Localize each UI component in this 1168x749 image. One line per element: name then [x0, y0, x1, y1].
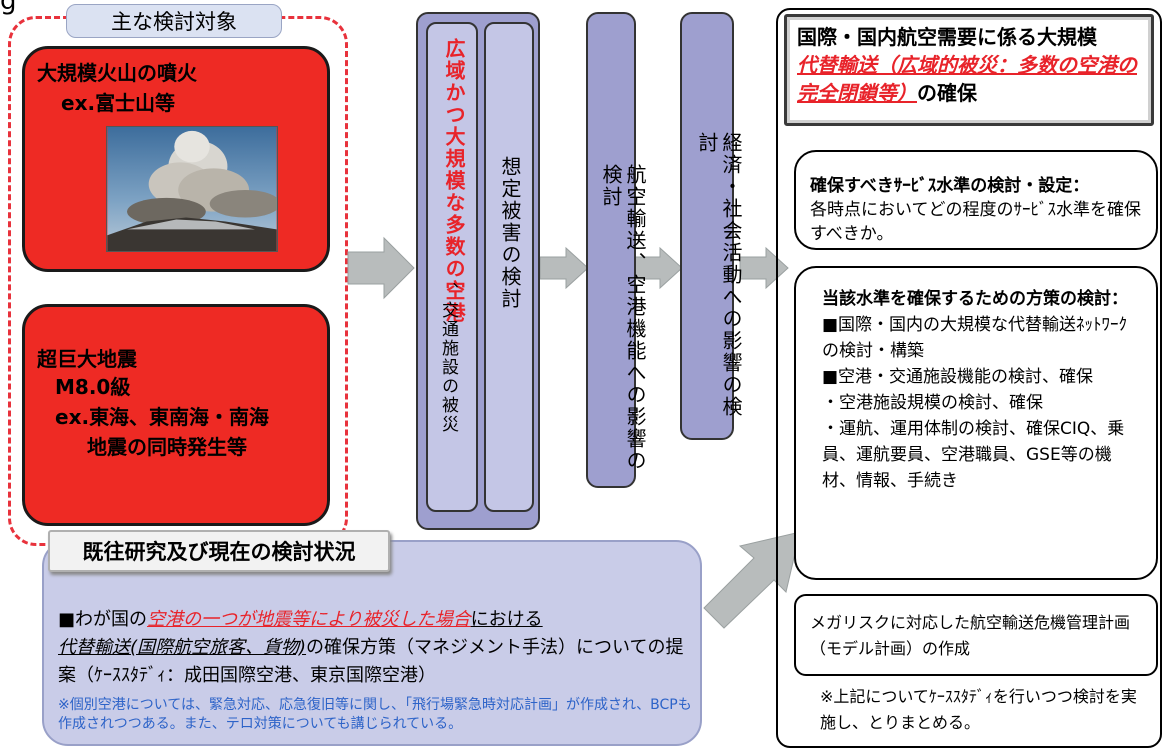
- research-text: の確保方策（マネジメント手法）についての提案（ｹｰｽｽﾀﾃﾞｨ：成田国際空港、東…: [58, 637, 684, 686]
- research-text: ■わが国の: [58, 609, 148, 630]
- measures-item: ・空港施設規模の検討、確保: [822, 393, 1043, 413]
- earthquake-box: 超巨大地震 M8.0級 ex.東海、東南海・南海 地震の同時発生等: [22, 304, 330, 526]
- research-proposal: ■わが国の空港の一つが地震等により被災した場合における 代替輸送(国際航空旅客、…: [58, 606, 694, 690]
- airport-damage-red-text: 広域かつ大規模な多数の空港: [442, 38, 466, 324]
- measures-heading: 当該水準を確保するための方策の検討：: [822, 289, 1128, 309]
- measures-item: ■空港・交通施設機能の検討、確保: [822, 367, 1094, 387]
- research-text-italic: 代替輸送(国際航空旅客、貨物): [58, 637, 307, 658]
- targets-tab-label: 主な検討対象: [66, 4, 282, 38]
- service-level-box: 確保すべきｻｰﾋﾞｽ水準の検討・設定： 各時点においてどの程度のｻｰﾋﾞｽ水準を…: [794, 150, 1158, 250]
- socioeconomic-impact-column: 経済・社会活動への影響の検討: [680, 12, 743, 440]
- research-note: ※個別空港については、緊急対応、応急復旧等に関し、「飛行場緊急時対応計画」が作成…: [58, 697, 692, 732]
- right-outer-frame: [776, 8, 1162, 748]
- cut-off-glyph: g: [0, 0, 17, 16]
- service-level-heading: 確保すべきｻｰﾋﾞｽ水準の検討・設定：: [810, 176, 1090, 196]
- demand-title-line1: 国際・国内航空需要に係る大規模: [797, 25, 1097, 49]
- megarisk-plan-box: メガリスクに対応した航空輸送危機管理計画（モデル計画）の作成: [794, 594, 1158, 676]
- arrow-right-icon: [633, 246, 683, 290]
- research-tab-label: 既往研究及び現在の検討状況: [48, 530, 390, 572]
- measures-item: ・運航、運用体制の検討、確保CIQ、乗員、運航要員、空港職員、GSE等の機材、情…: [822, 419, 1125, 491]
- earthquake-magnitude: M8.0級: [55, 375, 131, 399]
- airport-damage-column: 広域かつ大規模な多数の空港 、交通施設の被災: [426, 22, 478, 512]
- demand-title-end: の確保: [917, 81, 977, 105]
- airport-damage-text: 、交通施設の被災: [438, 282, 458, 434]
- research-text: における: [470, 609, 543, 630]
- measures-box: 当該水準を確保するための方策の検討： ■国際・国内の大規模な代替輸送ﾈｯﾄﾜｰｸ…: [794, 266, 1158, 580]
- earthquake-example-cont: 地震の同時発生等: [87, 435, 247, 459]
- earthquake-example: ex.東海、東南海・南海: [55, 405, 270, 429]
- earthquake-title: 超巨大地震: [37, 347, 137, 371]
- research-panel: ■わが国の空港の一つが地震等により被災した場合における 代替輸送(国際航空旅客、…: [42, 540, 702, 746]
- assumed-damage-text: 想定被害の検討: [498, 156, 522, 310]
- demand-title-box: 国際・国内航空需要に係る大規模 代替輸送（広域的被災：多数の空港の完全閉鎖等）の…: [784, 14, 1154, 126]
- volcano-example: ex.富士山等: [61, 91, 176, 115]
- service-level-text: 各時点においてどの程度のｻｰﾋﾞｽ水準を確保すべきか。: [810, 200, 1141, 244]
- volcano-title: 大規模火山の噴火: [37, 61, 197, 85]
- arrow-right-icon: [347, 236, 415, 300]
- research-text-red: 空港の一つが地震等により: [147, 609, 363, 630]
- air-transport-impact-text: 航空輸送、空港機能への影響の検討: [599, 164, 647, 472]
- arrow-right-icon: [539, 246, 589, 290]
- measures-item: ■国際・国内の大規模な代替輸送ﾈｯﾄﾜｰｸの検討・構築: [822, 315, 1128, 361]
- case-study-note: ※上記についてｹｰｽｽﾀﾃﾞｨを行いつつ検討を実施し、とりまとめる。: [820, 687, 1137, 732]
- volcano-eruption-photo: [106, 126, 278, 252]
- research-text-red: 被災した場合: [362, 609, 471, 630]
- air-transport-impact-column: 航空輸送、空港機能への影響の検討: [586, 12, 647, 488]
- socioeconomic-impact-text: 経済・社会活動への影響の検討: [695, 132, 743, 418]
- assumed-damage-column: 想定被害の検討: [484, 22, 534, 512]
- demand-title-red: 代替輸送（広域的被災：多数の空港の完全閉鎖等）: [797, 53, 1137, 105]
